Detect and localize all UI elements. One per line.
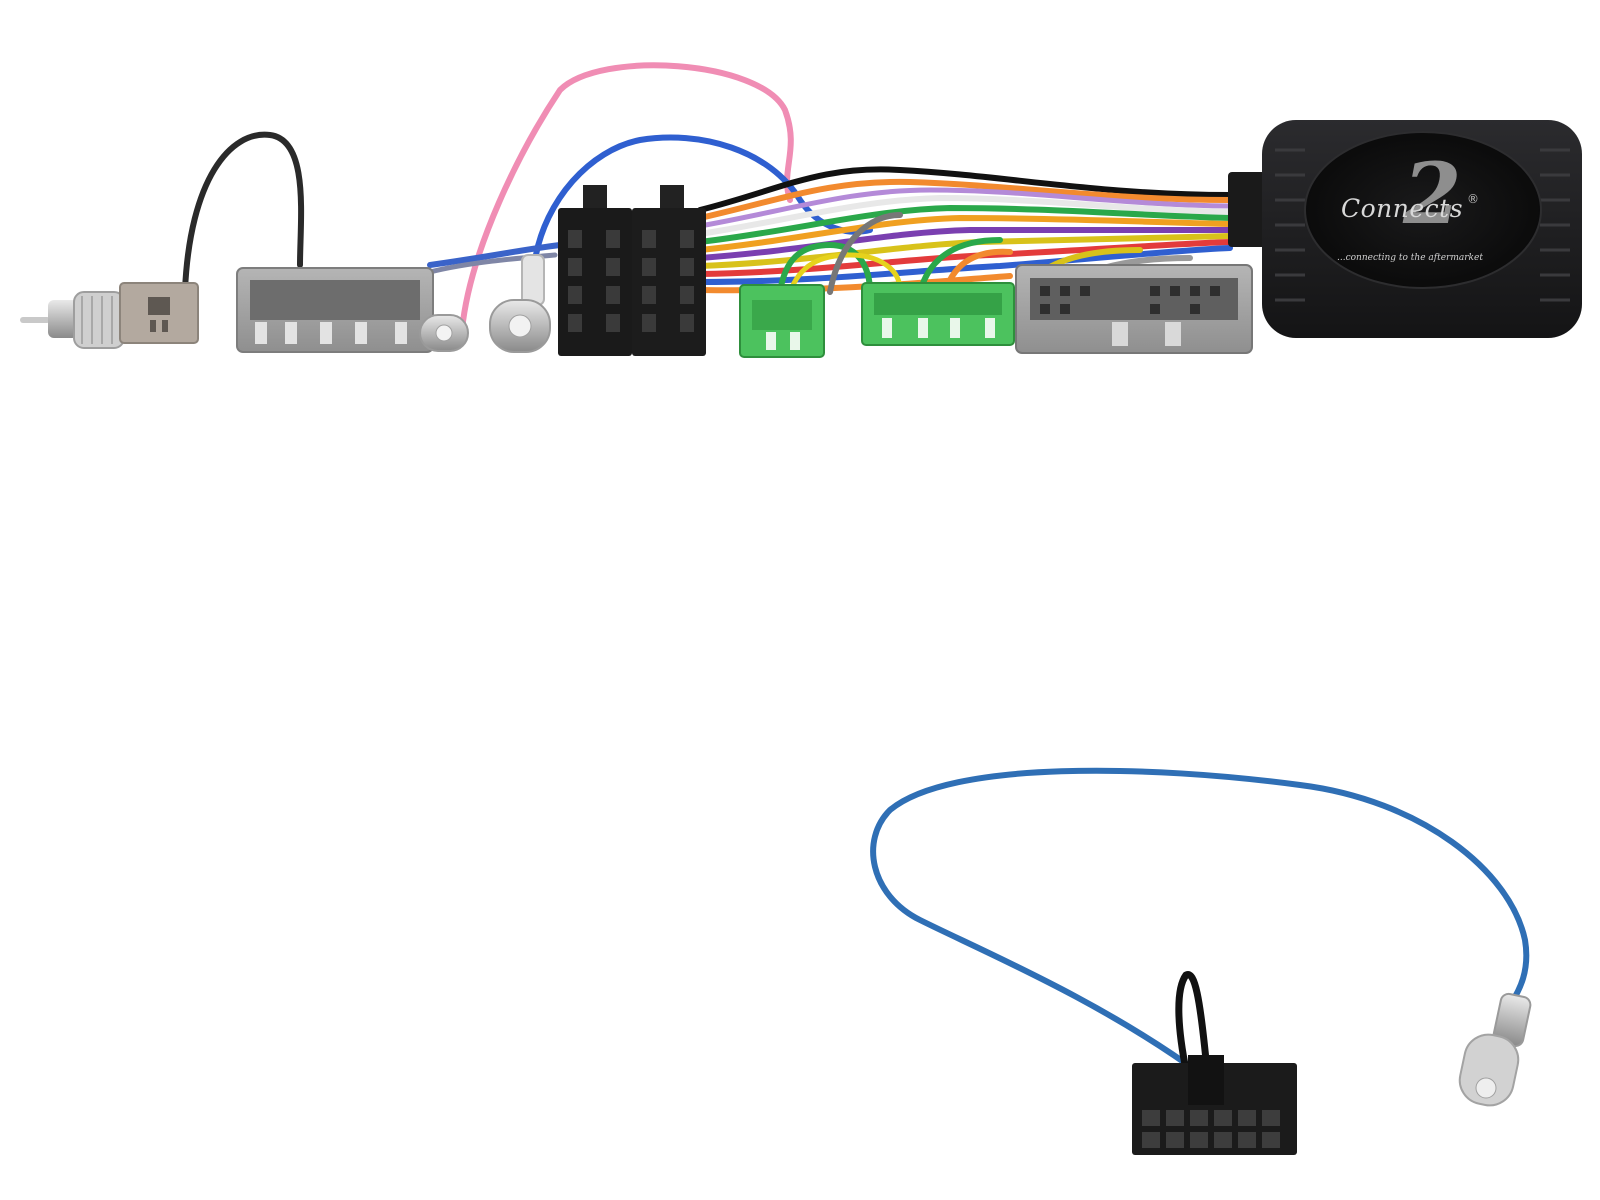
tan-antenna-connector bbox=[119, 282, 199, 344]
green-large-connector bbox=[861, 282, 1015, 346]
iso-speaker-connector bbox=[632, 185, 706, 356]
black-patch-wire bbox=[1175, 971, 1210, 1071]
brand-logo: 2 ® Connects ...connecting to the afterm… bbox=[1325, 152, 1525, 270]
grey-vehicle-connector bbox=[1015, 264, 1253, 354]
interface-box bbox=[1228, 120, 1582, 338]
logo-numeral: 2 bbox=[1403, 144, 1462, 243]
logo-oval bbox=[1304, 131, 1542, 289]
logo-brand-text: Connects bbox=[1341, 194, 1464, 223]
microfit-plug bbox=[1132, 1055, 1297, 1155]
grey-harness-connector bbox=[236, 267, 434, 353]
fakra-socket-large bbox=[489, 254, 551, 353]
patch-fakra-socket bbox=[1458, 992, 1532, 1107]
blue-patch-wire bbox=[870, 767, 1530, 1078]
logo-registered-mark: ® bbox=[1467, 192, 1479, 206]
wire-bundle bbox=[182, 62, 1233, 333]
iso-power-connector bbox=[558, 185, 632, 356]
fakra-socket-small bbox=[419, 314, 469, 352]
logo-tagline: ...connecting to the aftermarket bbox=[1337, 253, 1483, 263]
antenna-plug bbox=[20, 291, 125, 349]
green-small-connector bbox=[739, 284, 825, 358]
